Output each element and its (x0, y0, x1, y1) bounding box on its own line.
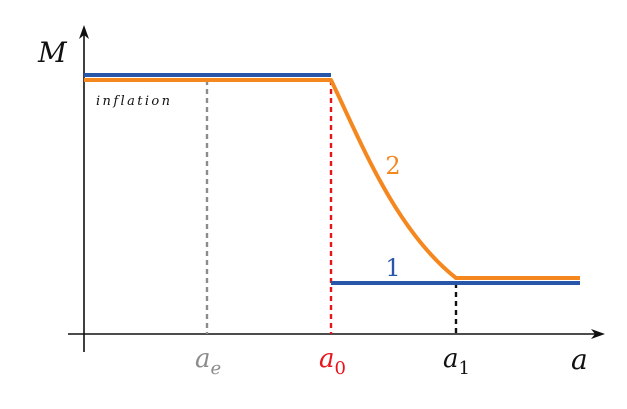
tick-label-ae-base: a (195, 344, 211, 374)
tick-label-ae-sub: e (211, 358, 222, 379)
y-axis-label: M (37, 36, 68, 69)
tick-label-a0-base: a (319, 344, 335, 374)
curve-2 (84, 78, 580, 280)
tick-label-a1-sub: 1 (459, 358, 470, 379)
curve-1-label: 1 (385, 254, 400, 282)
tick-label-a1-base: a (443, 344, 459, 374)
curve-1 (84, 73, 580, 285)
curve-2-label: 2 (385, 152, 400, 180)
axes (68, 25, 605, 352)
y-axis-arrowhead (79, 25, 89, 39)
tick-label-ae: ae (195, 344, 221, 379)
markers (205, 80, 458, 334)
x-axis-arrowhead (591, 329, 605, 339)
inflation-label: inflation (96, 94, 172, 109)
tick-label-a0-sub: 0 (335, 358, 346, 379)
tick-label-a1: a1 (443, 344, 470, 379)
tick-label-a0: a0 (319, 344, 346, 379)
x-axis-label: a (571, 343, 588, 376)
